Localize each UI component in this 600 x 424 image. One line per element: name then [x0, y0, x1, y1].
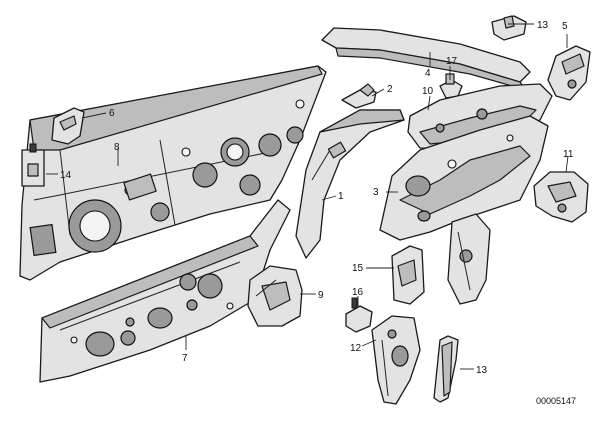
callout-14: 14 — [60, 170, 72, 181]
callout-8: 8 — [114, 142, 120, 153]
callout-13-bottom: 13 — [476, 365, 488, 376]
part-16-clip — [345, 297, 373, 333]
callout-labels: 1 2 3 4 5 6 7 8 9 10 11 12 13 13 14 15 1… — [60, 20, 574, 376]
part-lower-pillar — [447, 213, 491, 305]
callout-16: 16 — [352, 287, 364, 298]
callout-2: 2 — [387, 84, 393, 95]
reference-number: 00005147 — [536, 396, 576, 406]
part-13-top-clip — [491, 15, 527, 41]
part-1-pillar — [295, 109, 405, 259]
callout-10: 10 — [422, 86, 434, 97]
part-12-pillar-panel — [371, 315, 421, 405]
callout-1: 1 — [338, 191, 344, 202]
part-5-top-bracket — [547, 45, 591, 101]
part-2-small-bracket — [341, 83, 377, 109]
part-15-reinforcement — [391, 245, 425, 305]
part-9-bracket — [247, 265, 303, 327]
part-11-side-bracket — [533, 171, 589, 223]
callout-15: 15 — [352, 263, 364, 274]
leader-lines — [46, 23, 569, 370]
callout-17: 17 — [446, 56, 458, 67]
part-13-trim-strip — [433, 335, 459, 403]
callout-6: 6 — [109, 108, 115, 119]
part-6-plate — [51, 107, 85, 145]
callout-13-top: 13 — [537, 20, 549, 31]
callout-5: 5 — [562, 21, 568, 32]
callout-7: 7 — [182, 353, 188, 364]
part-17-fastener — [439, 73, 463, 99]
callout-3: 3 — [373, 187, 379, 198]
part-8-bulkhead-panel — [19, 65, 327, 281]
callout-12: 12 — [350, 343, 362, 354]
callout-9: 9 — [318, 290, 324, 301]
callout-4: 4 — [425, 68, 431, 79]
part-10-arch-rail — [407, 83, 553, 151]
part-14-module — [21, 143, 45, 187]
callout-11: 11 — [563, 149, 574, 160]
part-3-wheel-house — [379, 115, 549, 241]
part-7-lower-panel — [39, 199, 291, 383]
